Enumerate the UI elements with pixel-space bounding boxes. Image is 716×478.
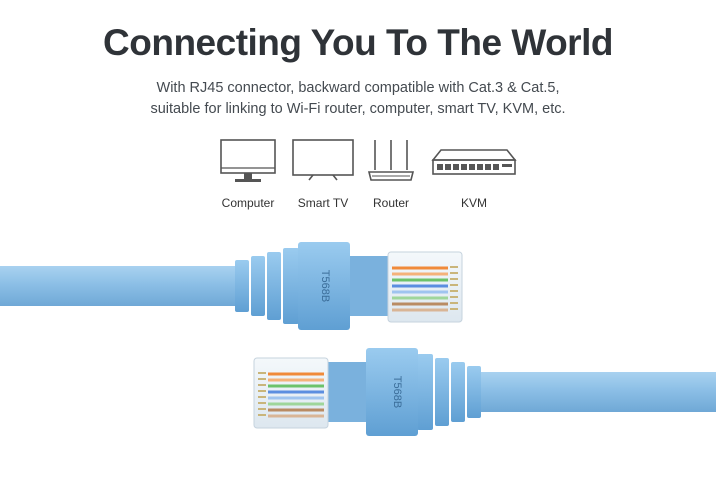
bottom-plug-wires xyxy=(268,372,324,418)
bottom-cable-jacket xyxy=(476,372,716,412)
bottom-plug-contacts xyxy=(258,372,266,416)
top-ethernet-cable: T568B xyxy=(0,242,463,330)
subtitle-line-2: suitable for linking to Wi-Fi router, co… xyxy=(150,101,566,117)
device-computer xyxy=(193,138,303,186)
page-subtitle: With RJ45 connector, backward compatible… xyxy=(0,78,716,120)
device-kvm xyxy=(419,138,529,186)
top-cable-boot xyxy=(235,242,350,330)
top-connector-label: T568B xyxy=(319,270,331,302)
kvm-switch-icon xyxy=(431,149,517,175)
device-label-kvm: KVM xyxy=(460,196,487,210)
bottom-cable-boot xyxy=(366,348,481,436)
device-smart-tv xyxy=(268,138,378,186)
device-label-computer: Computer xyxy=(221,196,275,210)
top-plug-contacts xyxy=(450,266,458,310)
bottom-ethernet-cable: T568B xyxy=(253,348,716,436)
bottom-connector-clip xyxy=(328,362,366,422)
top-cable-jacket xyxy=(0,266,240,306)
smart-tv-icon xyxy=(292,139,354,181)
ethernet-cables-illustration: T568B T568B xyxy=(0,242,716,436)
bottom-connector-label: T568B xyxy=(391,376,403,408)
subtitle-line-1: With RJ45 connector, backward compatible… xyxy=(156,80,560,96)
device-label-smart-tv: Smart TV xyxy=(297,196,349,210)
device-router xyxy=(336,138,446,186)
page-title: Connecting You To The World xyxy=(103,22,613,63)
device-label-router: Router xyxy=(372,196,410,210)
computer-monitor-icon xyxy=(220,139,276,182)
top-plug-wires xyxy=(392,266,448,312)
router-icon xyxy=(367,140,415,181)
top-connector-clip xyxy=(350,256,388,316)
